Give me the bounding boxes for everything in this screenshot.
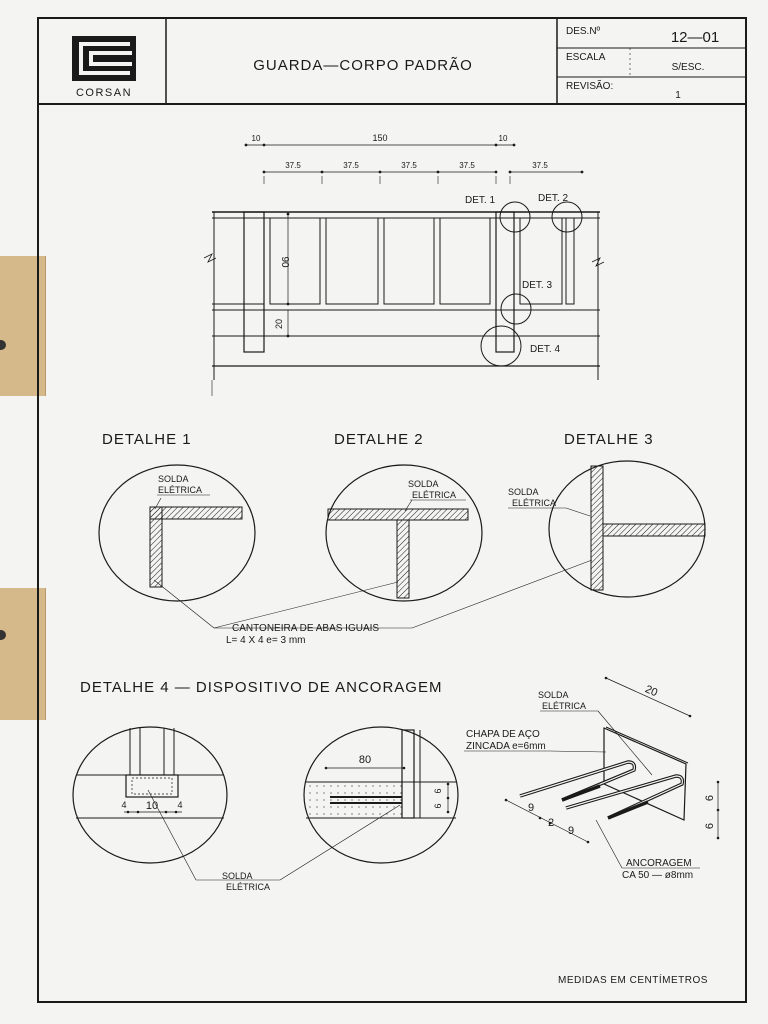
dim-top-main: 150: [372, 133, 387, 143]
detail-2-circle: [325, 464, 483, 602]
anchor-label-1: ANCORAGEM: [626, 858, 692, 869]
detail-4a-section: [76, 728, 224, 819]
d3-weld-label-2: ELÉTRICA: [512, 498, 556, 508]
dim-span-4: 37.5: [459, 161, 475, 170]
d4b-dim-side-2: 6: [433, 803, 443, 808]
des-value: 12—01: [671, 29, 719, 46]
d2-weld-label-1: SOLDA: [408, 479, 439, 489]
angle-note-2: L= 4 X 4 e= 3 mm: [226, 635, 306, 646]
bar-dim-3: 9: [568, 825, 574, 837]
detail-2-tee: [327, 508, 469, 599]
d4a-dim-right: 4: [177, 800, 182, 810]
railing-elevation: 10 150 10 37.5 37.5 37.5 37.5 37.5: [203, 133, 605, 396]
detail-3-cross: [590, 465, 706, 591]
binder-hole-top: [0, 340, 6, 350]
plate-dim: 20: [643, 683, 659, 699]
dim-span-5: 37.5: [532, 161, 548, 170]
dim-top-right: 10: [499, 134, 508, 143]
revision-label: REVISÃO:: [566, 79, 613, 92]
detail-4: DETALHE 4 — DISPOSITIVO DE ANCORAGEM 4 1…: [72, 676, 720, 892]
d2-weld-label-2: ELÉTRICA: [412, 490, 456, 500]
plate-label-2: ZINCADA e=6mm: [466, 741, 546, 752]
detail-1-circle: [98, 464, 256, 602]
title-block: CORSAN GUARDA—CORPO PADRÃO DES.Nº 12—01 …: [38, 18, 746, 105]
angle-note-1: CANTONEIRA DE ABAS IGUAIS: [232, 623, 379, 634]
dim-top-left: 10: [252, 134, 261, 143]
bar-dim-2: 2: [548, 817, 554, 829]
side-dim-1: 6: [704, 795, 716, 801]
detail-1-angle: [149, 506, 243, 588]
side-dim-2: 6: [704, 823, 716, 829]
d4a-dim-left: 4: [121, 800, 126, 810]
anchor-isometric: [504, 676, 720, 844]
dim-span-1: 37.5: [285, 161, 301, 170]
des-label: DES.Nº: [566, 26, 601, 37]
corsan-logo: [72, 36, 136, 81]
anchor-label-2: CA 50 — ø8mm: [622, 870, 693, 881]
detail-4b-section: [306, 729, 456, 819]
callout-det-4: DET. 4: [530, 344, 560, 355]
details-1-3: DETALHE 1 DETALHE 2 DETALHE 3 SOLDA ELÉT…: [98, 431, 706, 646]
dim-span-3: 37.5: [401, 161, 417, 170]
d4b-dim-length: 80: [359, 754, 371, 766]
detail-1-title: DETALHE 1: [102, 431, 192, 448]
d3-weld-label-1: SOLDA: [508, 487, 539, 497]
dim-height-lower: 20: [274, 319, 284, 329]
sheet-border: [37, 17, 747, 1003]
iso-weld-label-1: SOLDA: [538, 690, 569, 700]
d4-weld-label-2: ELÉTRICA: [226, 882, 270, 892]
logo-text: CORSAN: [76, 87, 132, 99]
dim-span-2: 37.5: [343, 161, 359, 170]
scale-value: S/ESC.: [672, 62, 705, 73]
d4-weld-label-1: SOLDA: [222, 871, 253, 881]
dim-height-upper: 90: [279, 256, 290, 268]
d1-weld-label-1: SOLDA: [158, 474, 189, 484]
units-note: MEDIDAS EM CENTÍMETROS: [558, 973, 708, 986]
detail-2-title: DETALHE 2: [334, 431, 424, 448]
detail-4b-circle: [303, 726, 459, 864]
revision-value: 1: [675, 90, 681, 101]
drawing-title: GUARDA—CORPO PADRÃO: [253, 57, 473, 74]
d4b-dim-side-1: 6: [433, 788, 443, 793]
detail-3-title: DETALHE 3: [564, 431, 654, 448]
detail-4-title: DETALHE 4 — DISPOSITIVO DE ANCORAGEM: [80, 679, 442, 696]
bar-dim-1: 9: [528, 802, 534, 814]
plate-label-1: CHAPA DE AÇO: [466, 729, 540, 740]
detail-4a-circle: [72, 726, 228, 864]
callout-det-2: DET. 2: [538, 193, 568, 204]
scale-label: ESCALA: [566, 52, 606, 63]
callout-det-1: DET. 1: [465, 195, 495, 206]
binder-hole-bottom: [0, 630, 6, 640]
callout-det-3: DET. 3: [522, 280, 552, 291]
d1-weld-label-2: ELÉTRICA: [158, 485, 202, 495]
iso-weld-label-2: ELÉTRICA: [542, 701, 586, 711]
